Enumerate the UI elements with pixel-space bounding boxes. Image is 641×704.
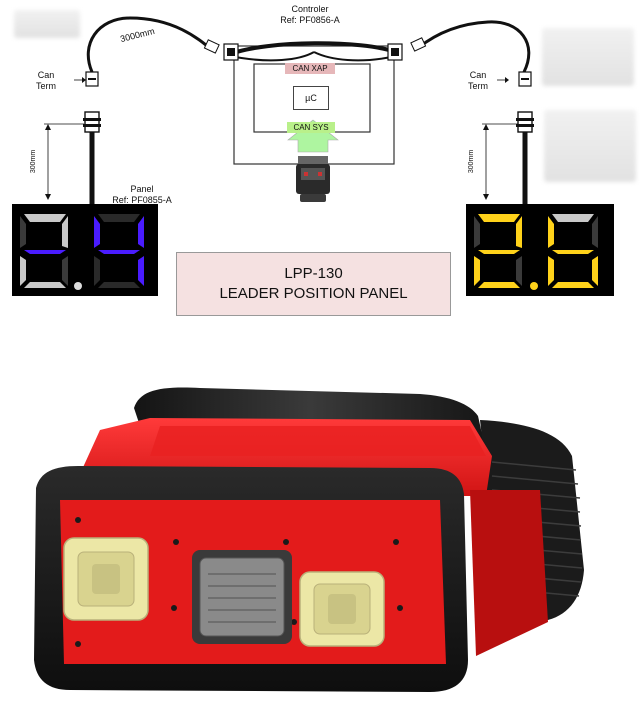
can-term-right-line1: Can — [469, 70, 487, 80]
drop-length-left: 300mm — [30, 149, 38, 174]
panel-ref: Ref: PF0855-A — [112, 195, 172, 205]
left-panel-display — [12, 204, 158, 296]
product-model: LPP-130 — [284, 265, 343, 282]
panel-label: Panel Ref: PF0855-A — [112, 184, 172, 206]
center-grey-connector — [192, 550, 292, 644]
product-title-box: LPP-130 LEADER POSITION PANEL — [176, 252, 451, 316]
right-panel-display — [466, 204, 614, 296]
can-term-right: Can Term — [458, 70, 498, 92]
can-sys-tag: CAN SYS — [287, 122, 335, 133]
blurred-label-right-mid — [544, 110, 636, 182]
right-cream-connector — [299, 571, 385, 647]
can-term-left-line2: Term — [36, 81, 56, 91]
can-term-left-line1: Can — [37, 70, 55, 80]
blurred-label-topleft — [14, 10, 80, 38]
housing-render — [34, 387, 584, 692]
product-description: LEADER POSITION PANEL — [219, 285, 408, 302]
plug-left-end — [203, 39, 220, 54]
drop-length-right: 300mm — [468, 149, 476, 174]
left-display-digits — [20, 214, 144, 290]
controller-name: Controler — [291, 4, 329, 14]
microcontroller-box: µC — [293, 86, 329, 110]
right-display-digits — [474, 214, 598, 290]
controller-ref: Ref: PF0856-A — [280, 15, 340, 25]
can-term-right-line2: Term — [468, 81, 488, 91]
can-term-left: Can Term — [26, 70, 66, 92]
blurred-label-right-top — [542, 28, 634, 86]
controller-label: Controler Ref: PF0856-A — [265, 4, 355, 26]
left-cream-connector — [63, 537, 149, 621]
panel-name: Panel — [130, 184, 154, 194]
can-xap-tag: CAN XAP — [285, 63, 335, 74]
cable-drawing — [44, 16, 534, 204]
